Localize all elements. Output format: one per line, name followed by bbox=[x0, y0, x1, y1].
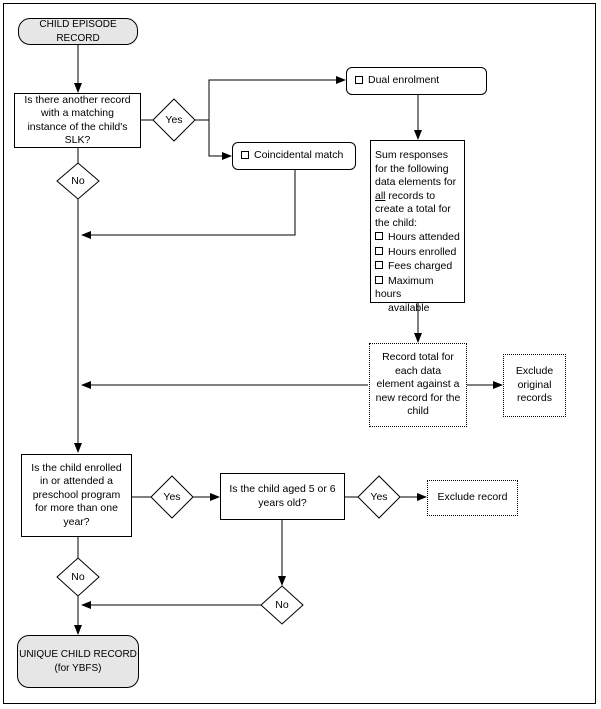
sum-item-label: Hours attended bbox=[388, 231, 460, 243]
arrow-to-coincidental bbox=[208, 120, 232, 160]
question-matching-record-text: Is there another record with a matching … bbox=[24, 93, 131, 147]
sum-item: Hours attended bbox=[375, 231, 460, 245]
checkbox-icon bbox=[355, 76, 363, 84]
sum-item: Maximum hours bbox=[375, 275, 460, 302]
question-enrolled: Is the child enrolled in or attended a p… bbox=[21, 454, 132, 537]
coincidental-match-label: Coincidental match bbox=[254, 149, 344, 162]
end-node-line1: UNIQUE CHILD RECORD bbox=[19, 649, 137, 660]
decision-diamond-yes-2 bbox=[150, 475, 194, 519]
decision-diamond-no-1 bbox=[56, 162, 100, 200]
decision-label-no: No bbox=[275, 599, 289, 611]
sum-intro-text-end: records to create a total for the child: bbox=[375, 189, 451, 229]
decision-diamond-no-2 bbox=[56, 557, 100, 597]
start-node: CHILD EPISODE RECORD bbox=[18, 18, 138, 45]
diagram-frame bbox=[3, 3, 596, 704]
question-enrolled-text: Is the child enrolled in or attended a p… bbox=[31, 461, 122, 528]
question-matching-record: Is there another record with a matching … bbox=[14, 93, 141, 148]
checkbox-icon bbox=[375, 246, 383, 255]
dual-enrolment-node: Dual enrolment bbox=[346, 67, 487, 95]
checkbox-icon bbox=[375, 232, 383, 241]
decision-label-yes: Yes bbox=[370, 491, 388, 503]
sum-item-label: Fees charged bbox=[388, 260, 453, 272]
sum-item-label: Hours enrolled bbox=[388, 245, 457, 258]
decision-label-no: No bbox=[71, 175, 85, 187]
question-aged-text: Is the child aged 5 or 6 years old? bbox=[229, 483, 336, 509]
arrow-to-dual bbox=[208, 76, 346, 120]
decision-label-no: No bbox=[71, 571, 85, 583]
end-node-line2: (for YBFS) bbox=[54, 662, 102, 674]
sum-item-label: Maximum hours bbox=[375, 274, 434, 301]
exclude-record-node: Exclude record bbox=[427, 480, 518, 516]
question-aged: Is the child aged 5 or 6 years old? bbox=[220, 473, 345, 520]
checkbox-icon bbox=[375, 261, 383, 270]
sum-intro-all: all bbox=[375, 189, 386, 202]
end-node: UNIQUE CHILD RECORD (for YBFS) bbox=[17, 635, 139, 688]
dual-enrolment-label: Dual enrolment bbox=[368, 74, 440, 87]
sum-intro: Sum responses for the following data ele… bbox=[375, 149, 460, 230]
decision-label-yes: Yes bbox=[165, 114, 183, 126]
record-total-text: Record total for each data element again… bbox=[375, 351, 461, 418]
sum-item-continuation: available bbox=[388, 301, 430, 314]
decision-diamond-yes-1 bbox=[152, 98, 196, 142]
decision-diamond-yes-3 bbox=[357, 475, 401, 519]
checkbox-icon bbox=[375, 275, 383, 284]
sum-responses-node: Sum responses for the following data ele… bbox=[370, 140, 465, 314]
exclude-original-text: Exclude original records bbox=[515, 365, 554, 405]
decision-diamond-no-3 bbox=[260, 585, 304, 625]
exclude-original-node: Exclude original records bbox=[503, 354, 566, 417]
checkbox-icon bbox=[241, 151, 249, 159]
coincidental-match-node: Coincidental match bbox=[232, 142, 356, 170]
exclude-record-text: Exclude record bbox=[437, 491, 508, 504]
decision-shapes bbox=[56, 98, 401, 625]
connectors bbox=[74, 45, 503, 635]
start-node-label: CHILD EPISODE RECORD bbox=[39, 19, 117, 44]
sum-item: Fees charged bbox=[375, 260, 452, 274]
record-total-node: Record total for each data element again… bbox=[369, 343, 467, 427]
sum-intro-text: Sum responses for the following data ele… bbox=[375, 149, 457, 188]
arrow-coincidental-return bbox=[81, 170, 296, 239]
sum-item: Hours enrolled bbox=[375, 246, 456, 260]
decision-label-yes: Yes bbox=[163, 491, 181, 503]
